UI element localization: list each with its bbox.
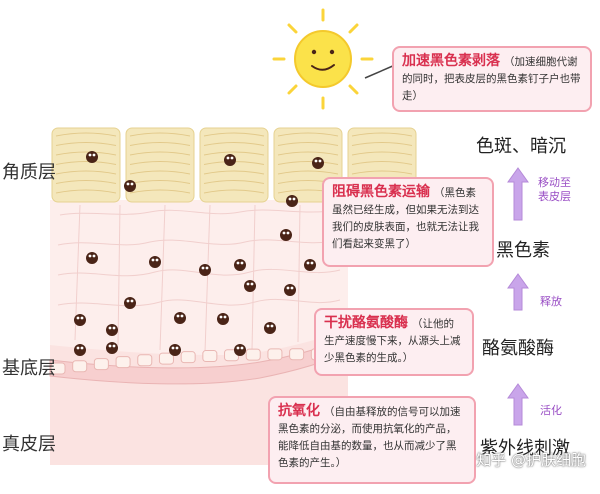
melanin-granule (234, 259, 246, 271)
epidermis-region (50, 200, 348, 355)
melanin-granule (86, 252, 98, 264)
melanin-granule (86, 151, 98, 163)
arrow-caption-move: 移动至 表皮层 (538, 176, 571, 203)
arrow-up-1 (507, 167, 529, 221)
melanin-granule (169, 344, 181, 356)
label-dermis: 真皮层 (2, 434, 56, 455)
label-basal-layer: 基底层 (2, 358, 56, 379)
callout-accelerate-shedding: 加速黑色素剥落（加速细胞代谢的同时，把表皮层的黑色素钉子户也带走） (392, 46, 592, 112)
stage-spots: 色斑、暗沉 (476, 136, 566, 157)
corneum-block (199, 127, 269, 203)
melanin-granule (224, 154, 236, 166)
callout-text: （加速细胞代谢的同时，把表皮层的黑色素钉子户也带走） (402, 56, 581, 102)
callout-text: （让他的生产速度慢下来，从源头上减少黑色素的生成。） (324, 318, 461, 364)
corneum-block (125, 127, 195, 203)
stage-uv: 紫外线刺激 (480, 438, 570, 459)
callout-title: 阻碍黑色素运输 (332, 184, 430, 200)
melanin-granule (280, 229, 292, 241)
epidermis-cells (57, 204, 341, 353)
basal-cell (137, 354, 153, 367)
label-stratum-corneum: 角质层 (2, 162, 56, 183)
callout-text: （自由基释放的信号可以加速黑色素的分泌，而使用抗氧化的产品，能降低自由基的数量，… (278, 406, 461, 469)
callout-antioxidant: 抗氧化（自由基释放的信号可以加速黑色素的分泌，而使用抗氧化的产品，能降低自由基的… (268, 396, 476, 484)
basal-cells (50, 348, 348, 375)
basal-cell (50, 362, 66, 375)
melanin-granule (234, 344, 246, 356)
sun-icon (272, 8, 374, 110)
callout-inhibit-tyrosinase: 干扰酪氨酸酶（让他的生产速度慢下来，从源头上减少黑色素的生成。） (314, 308, 474, 376)
pathway-arrows (507, 167, 529, 426)
melanin-granule (149, 256, 161, 268)
melanin-granule (199, 264, 211, 276)
callout-title: 干扰酪氨酸酶 (324, 315, 408, 331)
callout-block-transport: 阻碍黑色素运输（黑色素虽然已经生成，但如果无法到达我们的皮肤表面，也就无法让我们… (322, 177, 494, 267)
callout-title: 加速黑色素剥落 (402, 53, 500, 69)
basal-cell (93, 358, 109, 371)
basal-cell (289, 348, 305, 361)
arrow-caption-release: 释放 (540, 295, 562, 308)
arrow-up-2 (507, 273, 529, 311)
basal-cell (267, 348, 283, 361)
melanin-granule (74, 314, 86, 326)
melanin-granule (284, 284, 296, 296)
basal-cell (115, 356, 131, 369)
melanin-granule (174, 312, 186, 324)
basal-cell (158, 352, 174, 365)
melanin-granule (312, 157, 324, 169)
corneum-block (51, 127, 121, 203)
melanin-granule (74, 344, 86, 356)
melanin-granule (124, 180, 136, 192)
callout-pointer (364, 64, 396, 79)
callout-text: （黑色素虽然已经生成，但如果无法到达我们的皮肤表面，也就无法让我们看起来变黑了） (332, 187, 479, 250)
watermark: 知乎 @护肤细胞 (476, 451, 586, 469)
basal-cell (245, 348, 261, 361)
melanin-granule (286, 195, 298, 207)
melanin-granule (244, 280, 256, 292)
melanin-granule (124, 297, 136, 309)
callout-title: 抗氧化 (278, 403, 320, 419)
melanin-granules (74, 151, 324, 356)
basal-cell (180, 351, 196, 364)
arrow-up-3 (507, 383, 529, 426)
stage-melanin: 黑色素 (496, 240, 550, 261)
melanin-granule (264, 322, 276, 334)
stage-tyrosinase: 酪氨酸酶 (482, 338, 554, 359)
melanin-granule (304, 259, 316, 271)
melanin-granule (217, 313, 229, 325)
basal-cell (72, 360, 88, 373)
basal-cell (202, 350, 218, 363)
melanin-granule (106, 342, 118, 354)
melanin-granule (106, 324, 118, 336)
arrow-caption-activate: 活化 (540, 404, 562, 417)
